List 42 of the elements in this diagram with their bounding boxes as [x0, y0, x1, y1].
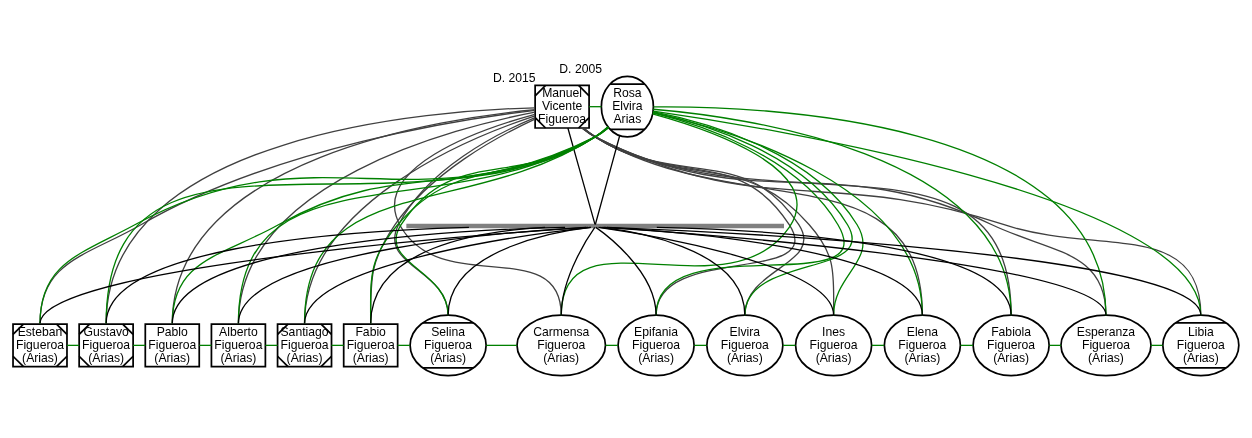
connector: [237, 126, 609, 324]
node-ellipse: Selina Figueroa (Arias): [409, 313, 487, 376]
connector: [652, 109, 1202, 316]
node-label: D. 2015: [492, 70, 536, 85]
node-box: Pablo Figueroa (Arias): [144, 322, 201, 368]
connector: [567, 126, 596, 225]
connector: [582, 127, 1012, 316]
node-box: Fabio Figueroa (Arias): [342, 322, 399, 368]
connector: [560, 112, 798, 316]
connector: [447, 226, 592, 316]
node-ellipse: Ines Figueroa (Arias): [794, 313, 873, 376]
connector: [652, 105, 1107, 316]
connector: [485, 344, 518, 346]
connector: [595, 226, 657, 316]
node-label: D. 2005: [559, 61, 602, 76]
node-ellipse: Carmensa Figueroa (Arias): [516, 313, 607, 376]
node-box: Alberto Figueroa (Arias): [210, 322, 267, 368]
node-ellipse: Epifania Figueroa (Arias): [617, 313, 695, 376]
connector: [105, 226, 470, 324]
connector: [582, 127, 924, 316]
connector: [656, 226, 1012, 316]
connector: [594, 134, 621, 225]
connector: [652, 111, 924, 316]
connector: [171, 226, 566, 324]
connector: [560, 226, 596, 316]
node-bar: [406, 223, 784, 228]
node-ellipse: Elena Figueroa (Arias): [883, 313, 962, 376]
connector: [606, 226, 1202, 316]
node-ellipse: Esperanza Figueroa (Arias): [1060, 313, 1152, 376]
connector: [601, 226, 1107, 316]
connector: [581, 127, 1107, 316]
connector: [303, 125, 609, 324]
node-ellipse: Rosa Elvira Arias: [600, 75, 655, 138]
connector: [303, 226, 592, 324]
connector: [581, 127, 1202, 316]
connector: [237, 226, 587, 324]
node-ellipse: Libia Figueroa (Arias): [1161, 313, 1240, 376]
node-ellipse: Elvira Figueroa (Arias): [705, 313, 784, 376]
connector: [370, 226, 546, 324]
connector: [652, 108, 1012, 316]
node-ellipse: Fabiola Figueroa (Arias): [972, 313, 1050, 376]
connector: [597, 226, 835, 316]
